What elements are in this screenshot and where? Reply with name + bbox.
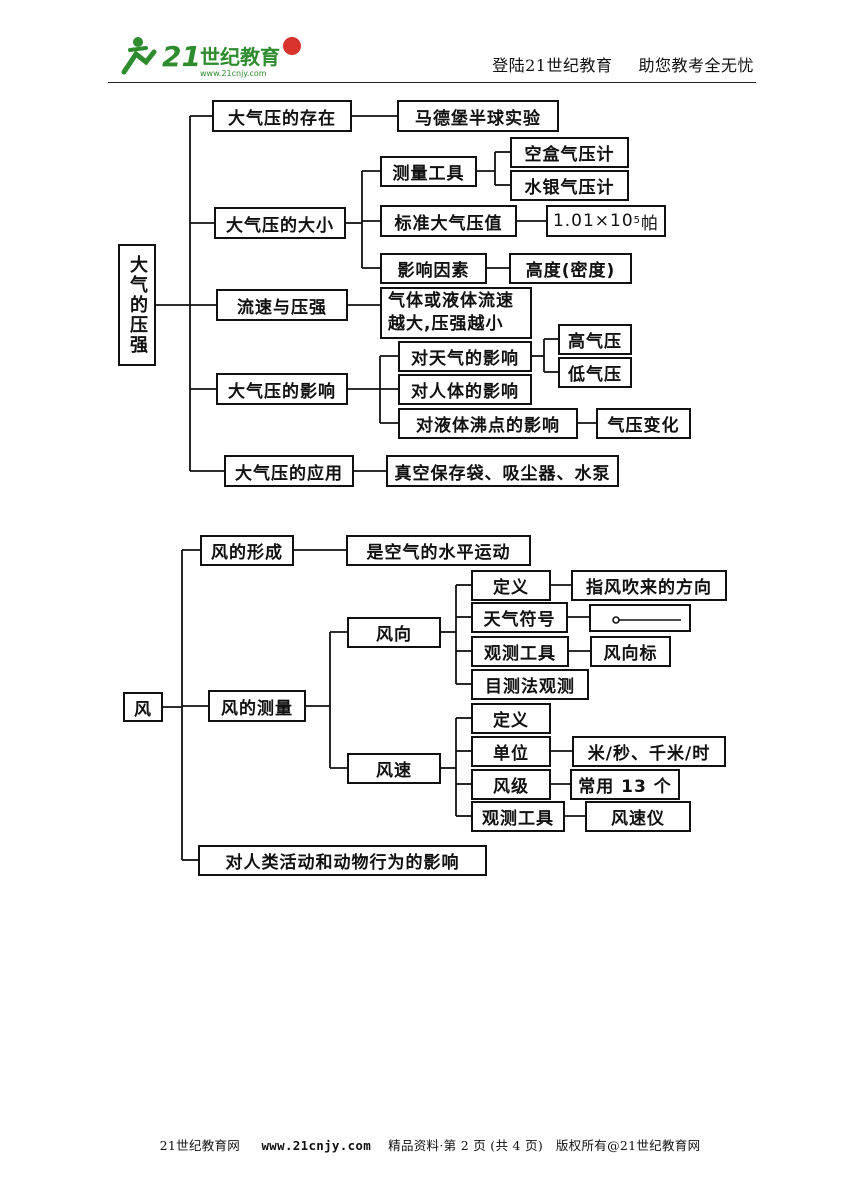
node-dir-def: 定义 — [471, 570, 551, 601]
node-pressure-existence: 大气压的存在 — [212, 100, 352, 132]
node-speed: 风速 — [347, 753, 441, 784]
slogan: 助您教考全无忧 — [638, 56, 754, 75]
footer-url[interactable]: www.21cnjy.com — [261, 1138, 372, 1153]
node-aneroid: 空盒气压计 — [510, 137, 629, 168]
node-flow-desc: 气体或液体流速越大,压强越小 — [380, 287, 532, 339]
node-dir-tool: 观测工具 — [471, 636, 569, 667]
node-level: 风级 — [471, 769, 551, 800]
node-wind-root: 风 — [123, 692, 163, 722]
node-weather: 对天气的影响 — [398, 341, 532, 372]
runner-icon — [121, 37, 157, 75]
site-label: 登陆21世纪教育 — [492, 56, 613, 75]
node-formation: 风的形成 — [200, 535, 294, 566]
node-vane: 风向标 — [590, 636, 671, 667]
node-level-desc: 常用 13 个 — [570, 769, 680, 800]
node-human: 对人体的影响 — [398, 374, 532, 405]
std-number-text: 1.01×10 — [552, 211, 634, 231]
node-std-value: 标准大气压值 — [380, 205, 517, 237]
page-header: 21 世纪教育 www.21cnjy.com 登陆21世纪教育 助您教考全无忧 — [108, 30, 756, 83]
node-app-list: 真空保存袋、吸尘器、水泵 — [386, 455, 619, 487]
node-high: 高气压 — [558, 324, 632, 355]
footer-site: 21世纪教育网 — [159, 1138, 241, 1153]
header-slogan: 登陆21世纪教育 助您教考全无忧 — [466, 52, 754, 76]
logo-text: 世纪教育 — [200, 45, 280, 69]
node-symbol: 天气符号 — [471, 602, 568, 633]
node-dir-def-desc: 指风吹来的方向 — [571, 570, 727, 601]
node-spd-tool: 观测工具 — [471, 801, 565, 832]
footer-page: 精品资料·第 2 页 (共 4 页) — [388, 1138, 544, 1153]
node-boiling: 对液体沸点的影响 — [398, 408, 578, 439]
node-impact: 对人类活动和动物行为的影响 — [198, 845, 487, 876]
footer-copyright: 版权所有@21世纪教育网 — [555, 1138, 701, 1153]
node-application: 大气压的应用 — [224, 455, 354, 487]
node-altitude: 高度(密度) — [509, 253, 632, 284]
node-factors: 影响因素 — [380, 253, 487, 284]
node-flow: 流速与压强 — [216, 289, 348, 321]
std-unit: 帕 — [641, 213, 660, 234]
tomato-icon — [283, 37, 301, 55]
node-unit-desc: 米/秒、千米/时 — [572, 736, 726, 767]
node-pressure-size: 大气压的大小 — [214, 207, 346, 239]
node-change: 气压变化 — [596, 408, 691, 439]
node-mercury: 水银气压计 — [510, 170, 629, 201]
node-direction: 风向 — [347, 617, 441, 648]
node-magdeburg: 马德堡半球实验 — [397, 100, 559, 132]
site-logo: 21 世纪教育 www.21cnjy.com — [121, 37, 301, 78]
node-unit: 单位 — [471, 736, 551, 767]
wind-symbol-icon — [612, 616, 681, 624]
node-low: 低气压 — [558, 357, 632, 388]
node-formation-desc: 是空气的水平运动 — [346, 535, 531, 566]
logo-url: www.21cnjy.com — [200, 69, 267, 78]
node-pressure-root: 大气的压强 — [118, 244, 156, 366]
node-effects: 大气压的影响 — [216, 373, 348, 405]
svg-text:21: 21 — [162, 40, 201, 73]
node-symbol-box — [589, 604, 691, 632]
node-visual: 目测法观测 — [471, 669, 589, 700]
node-spd-def: 定义 — [471, 703, 551, 734]
node-measure: 风的测量 — [208, 690, 306, 722]
node-anemometer: 风速仪 — [585, 801, 691, 832]
page-footer: 21世纪教育网 www.21cnjy.com 精品资料·第 2 页 (共 4 页… — [0, 1135, 860, 1154]
node-tools: 测量工具 — [380, 156, 477, 187]
